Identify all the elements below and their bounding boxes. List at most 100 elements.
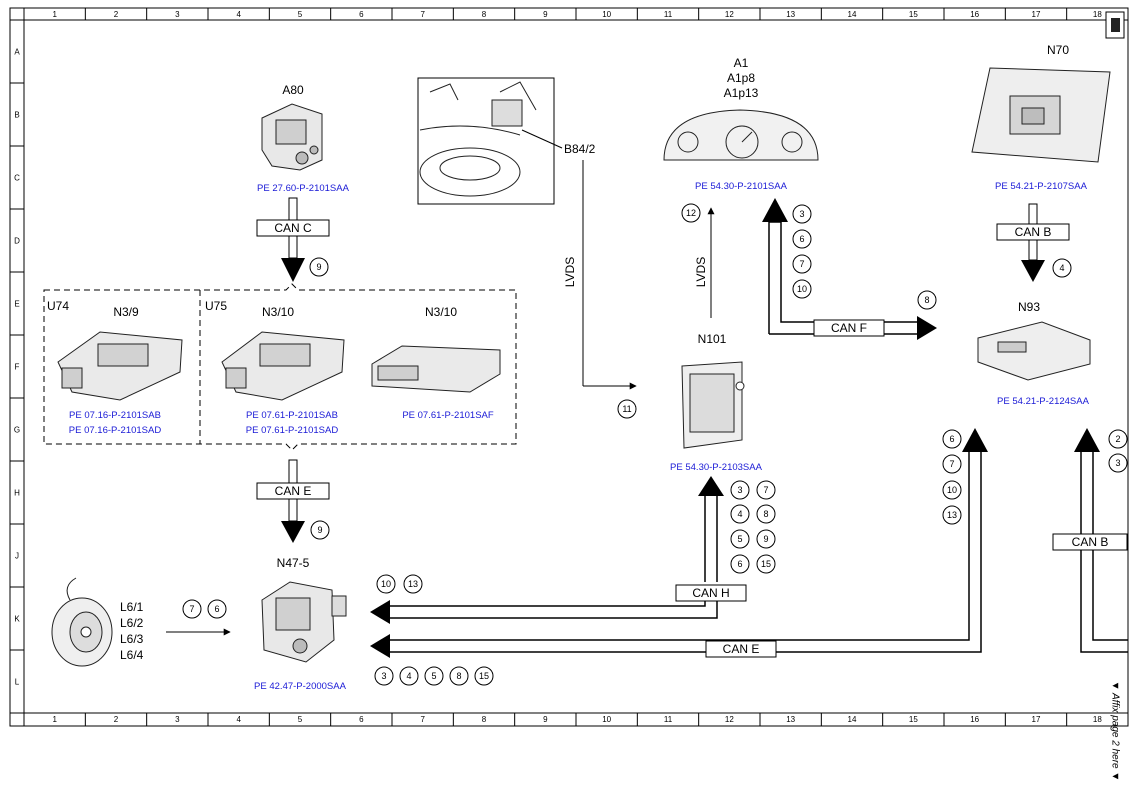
canc-arrow bbox=[281, 258, 305, 282]
a80-label: A80 bbox=[282, 83, 304, 97]
top-grid-column-5: 5 bbox=[298, 10, 303, 19]
cane-top-label: CAN E bbox=[275, 484, 312, 498]
canb-top-line bbox=[1028, 203, 1038, 225]
u75-ecu-image bbox=[221, 331, 345, 401]
cane-bottom-bus bbox=[390, 452, 982, 653]
n47-top-circle-2-text: 13 bbox=[408, 579, 418, 589]
canh-arrow-left bbox=[370, 600, 390, 624]
l6-circle-1 bbox=[182, 599, 202, 619]
l6-4-label: L6/4 bbox=[120, 648, 144, 662]
n93-module-image bbox=[977, 321, 1091, 381]
n310b-pe-ref: PE 07.61-P-2101SAF bbox=[402, 410, 494, 421]
lvds1-label: LVDS bbox=[563, 257, 577, 287]
l6-circle-2-text: 6 bbox=[214, 604, 219, 614]
n47-bot-circle-5-text: 15 bbox=[479, 671, 489, 681]
top-grid-column-9: 9 bbox=[543, 10, 548, 19]
mid-circle-4 bbox=[942, 505, 962, 525]
u75-pe-2: PE 07.61-P-2101SAD bbox=[246, 425, 339, 436]
canh-r-circle-4 bbox=[756, 554, 776, 574]
grid-row-L: L bbox=[15, 678, 20, 687]
canf-label: CAN F bbox=[831, 321, 867, 335]
top-grid-column-10: 10 bbox=[602, 10, 611, 19]
right-circle-1 bbox=[1108, 429, 1128, 449]
grid-row-J: J bbox=[15, 552, 19, 561]
mid-circle-1 bbox=[942, 429, 962, 449]
b84-photo-frame bbox=[417, 77, 555, 205]
n47-bot-circle-4-text: 8 bbox=[456, 671, 461, 681]
n310b-ecu-image bbox=[371, 345, 501, 393]
grid-row-K: K bbox=[14, 615, 20, 624]
grid-row-B: B bbox=[14, 111, 19, 120]
n47-bot-circle-3 bbox=[424, 666, 444, 686]
n47-bot-circle-1 bbox=[374, 666, 394, 686]
a1-label: A1 bbox=[734, 56, 749, 70]
canc-circle bbox=[309, 257, 329, 277]
n70-pe-ref: PE 54.21-P-2107SAA bbox=[995, 181, 1088, 192]
mid-circle-1-text: 6 bbox=[949, 434, 954, 444]
b84-camera-image bbox=[419, 81, 537, 197]
canb-top-label: CAN B bbox=[1015, 225, 1052, 239]
canc-line bbox=[288, 197, 298, 221]
bottom-grid-column-7: 7 bbox=[420, 715, 425, 724]
bottom-grid-column-8: 8 bbox=[482, 715, 487, 724]
bottom-grid-column-17: 17 bbox=[1032, 715, 1041, 724]
canb-circle-text: 4 bbox=[1059, 263, 1064, 273]
cane-bottom-label: CAN E bbox=[723, 642, 760, 656]
n70-label: N70 bbox=[1047, 43, 1069, 57]
top-grid-column-12: 12 bbox=[725, 10, 734, 19]
bottom-grid-column-2: 2 bbox=[114, 715, 119, 724]
n93-label: N93 bbox=[1018, 300, 1040, 314]
cane-circle-text: 9 bbox=[317, 525, 322, 535]
canh-r-circle-4-text: 15 bbox=[761, 559, 771, 569]
canh-l-circle-4-text: 6 bbox=[737, 559, 742, 569]
canh-arrow-up bbox=[698, 476, 724, 496]
n101-label: N101 bbox=[698, 332, 727, 346]
top-grid-column-14: 14 bbox=[848, 10, 857, 19]
ecu-group-outline bbox=[43, 283, 517, 451]
right-circle-2-text: 3 bbox=[1115, 458, 1120, 468]
u74-pe-1: PE 07.16-P-2101SAB bbox=[69, 410, 161, 421]
a1-circle-3 bbox=[792, 254, 812, 274]
n47-top-circle-2 bbox=[403, 574, 423, 594]
bottom-grid-column-9: 9 bbox=[543, 715, 548, 724]
grid-row-H: H bbox=[14, 489, 20, 498]
top-grid-column-7: 7 bbox=[420, 10, 425, 19]
cane-circle bbox=[310, 520, 330, 540]
mid-circle-2 bbox=[942, 454, 962, 474]
canb-right-arrow-up bbox=[1074, 428, 1100, 452]
n47-bot-circle-2-text: 4 bbox=[406, 671, 411, 681]
canb-right-box bbox=[1052, 533, 1128, 551]
canb-top-arrow bbox=[1021, 260, 1045, 282]
canb-top-line-lower bbox=[1028, 239, 1038, 261]
canh-r-circle-2 bbox=[756, 504, 776, 524]
grid-marks: 1122334455667788991010111112121313141415… bbox=[10, 8, 1102, 726]
n70-panel-image bbox=[971, 67, 1111, 163]
b84-leader bbox=[521, 129, 563, 149]
top-grid-column-3: 3 bbox=[175, 10, 180, 19]
grid-row-A: A bbox=[14, 48, 20, 57]
bottom-grid-column-14: 14 bbox=[848, 715, 857, 724]
top-grid-column-16: 16 bbox=[970, 10, 979, 19]
bottom-grid-column-16: 16 bbox=[970, 715, 979, 724]
mid-arrow-up bbox=[962, 428, 988, 452]
canf-box bbox=[813, 319, 885, 337]
canf-circle-text: 8 bbox=[924, 295, 929, 305]
canb-right-label: CAN B bbox=[1072, 535, 1109, 549]
bottom-grid-column-15: 15 bbox=[909, 715, 918, 724]
corner-page-icon bbox=[1105, 11, 1125, 39]
canh-r-circle-1 bbox=[756, 480, 776, 500]
n47-bot-circle-4 bbox=[449, 666, 469, 686]
canh-l-circle-1 bbox=[730, 480, 750, 500]
affix-note: ▼ Affix page 2 here ▼ bbox=[1109, 680, 1121, 781]
n47-top-circle-1-text: 10 bbox=[381, 579, 391, 589]
bottom-grid-column-1: 1 bbox=[52, 715, 57, 724]
canh-l-circle-3-text: 5 bbox=[737, 534, 742, 544]
n47-top-circle-1 bbox=[376, 574, 396, 594]
l6-3-label: L6/3 bbox=[120, 632, 144, 646]
canh-r-circle-1-text: 7 bbox=[763, 485, 768, 495]
canb-right-bus bbox=[1080, 452, 1128, 653]
a1p8-label: A1p8 bbox=[727, 71, 755, 85]
top-grid-column-11: 11 bbox=[664, 10, 673, 19]
a80-module-image bbox=[261, 103, 323, 171]
top-grid-column-15: 15 bbox=[909, 10, 918, 19]
